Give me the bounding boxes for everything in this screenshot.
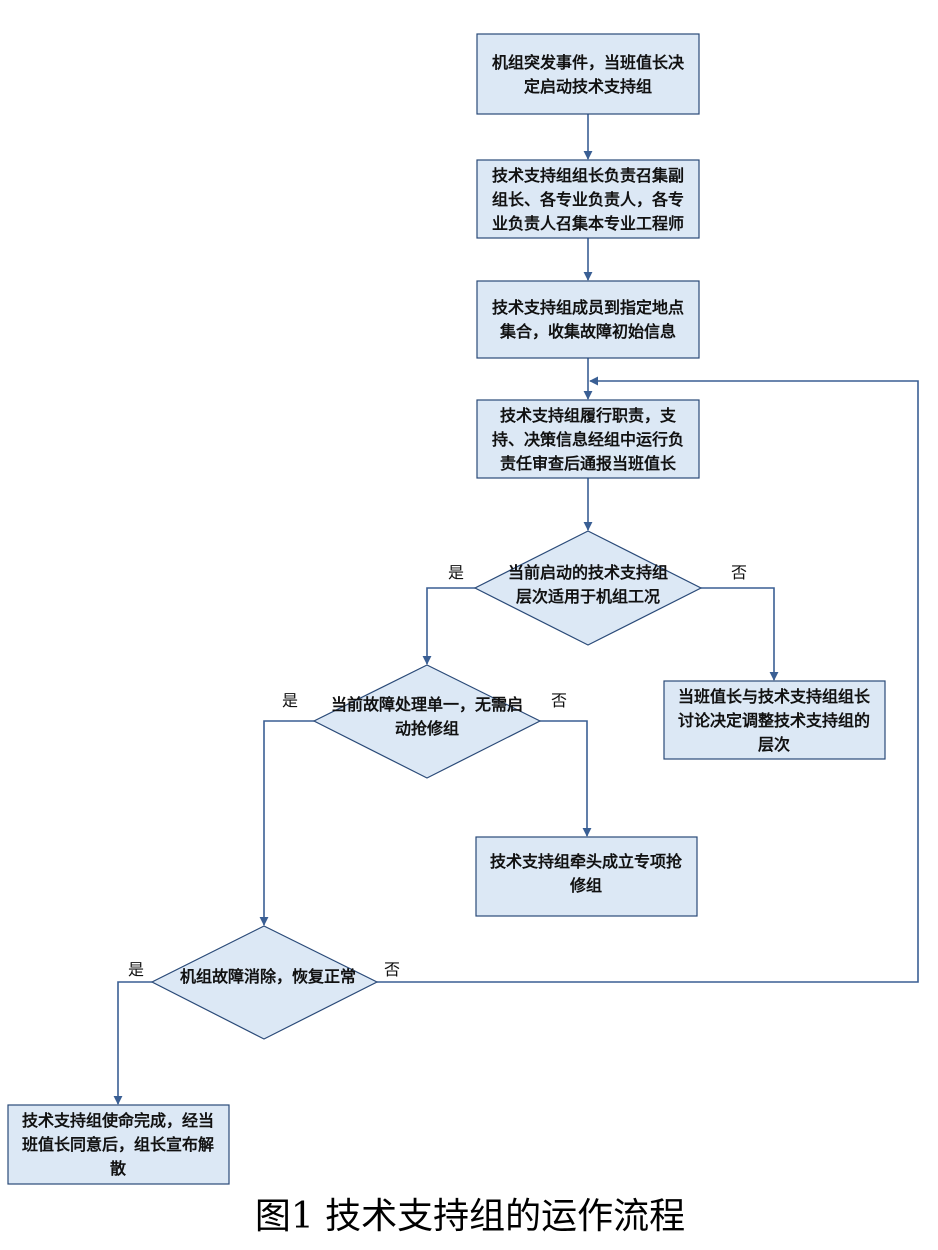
node-adjust-level-text: 当班值长与技术支持组组长讨论决定调整技术支持组的层次 xyxy=(678,687,871,754)
node-perform-text-line: 持、决策信息经组中运行负 xyxy=(492,430,684,449)
node-start: 机组突发事件，当班值长决定启动技术支持组 xyxy=(476,33,700,115)
node-adjust-level-text-line: 层次 xyxy=(758,735,790,754)
node-level-check-text-line: 当前启动的技术支持组 xyxy=(508,563,668,582)
label-fault-check-no: 否 xyxy=(551,691,567,710)
node-level-check-text: 当前启动的技术支持组层次适用于机组工况 xyxy=(508,563,668,606)
edge-labels: 是 否 是 否 是 否 xyxy=(128,563,747,979)
node-repair-team: 技术支持组牵头成立专项抢修组 xyxy=(475,836,698,917)
node-start-text-line: 定启动技术支持组 xyxy=(523,77,652,96)
node-start-text: 机组突发事件，当班值长决定启动技术支持组 xyxy=(492,53,685,96)
node-perform: 技术支持组履行职责，支持、决策信息经组中运行负责任审查后通报当班值长 xyxy=(476,399,700,479)
node-adjust-level-text-line: 讨论决定调整技术支持组的 xyxy=(678,711,870,730)
edges xyxy=(113,114,919,1105)
edge-cleared-check-no-loop xyxy=(377,376,919,983)
node-fault-check: 当前故障处理单一，无需启动抢修组 xyxy=(312,664,542,779)
edge-cleared-check-yes xyxy=(113,981,152,1105)
node-dissolve-text-line: 技术支持组使命完成，经当 xyxy=(22,1111,214,1130)
node-dissolve: 技术支持组使命完成，经当班值长同意后，组长宣布解散 xyxy=(7,1104,230,1185)
node-dissolve-text: 技术支持组使命完成，经当班值长同意后，组长宣布解散 xyxy=(22,1111,214,1178)
edge-fault-check-no xyxy=(540,720,592,837)
node-repair-team-text: 技术支持组牵头成立专项抢修组 xyxy=(490,852,683,895)
node-repair-team-text-line: 技术支持组牵头成立专项抢 xyxy=(490,852,683,871)
node-fault-check-text-line: 当前故障处理单一，无需启 xyxy=(331,695,523,714)
node-perform-text-line: 责任审查后通报当班值长 xyxy=(500,454,677,473)
edge-fault-check-yes xyxy=(259,720,314,926)
node-assemble: 技术支持组成员到指定地点集合，收集故障初始信息 xyxy=(476,280,700,359)
label-level-check-no: 否 xyxy=(731,563,747,582)
node-convene-text-line: 技术支持组组长负责召集副 xyxy=(492,166,684,185)
label-fault-check-yes: 是 xyxy=(282,691,298,710)
node-adjust-level-text-line: 当班值长与技术支持组组长 xyxy=(678,687,871,706)
node-assemble-text-line: 集合，收集故障初始信息 xyxy=(499,322,676,341)
node-convene: 技术支持组组长负责召集副组长、各专业负责人，各专业负责人召集本专业工程师 xyxy=(476,159,700,239)
node-dissolve-text-line: 散 xyxy=(110,1159,127,1178)
node-cleared-check-text-line: 机组故障消除，恢复正常 xyxy=(180,967,356,986)
node-assemble-text-line: 技术支持组成员到指定地点 xyxy=(492,298,684,317)
node-repair-team-text-line: 修组 xyxy=(569,876,602,895)
node-fault-check-text: 当前故障处理单一，无需启动抢修组 xyxy=(331,695,523,738)
node-level-check: 当前启动的技术支持组层次适用于机组工况 xyxy=(473,530,703,646)
edge-level-check-yes xyxy=(422,587,475,665)
node-fault-check-text-line: 动抢修组 xyxy=(395,719,459,738)
node-adjust-level: 当班值长与技术支持组组长讨论决定调整技术支持组的层次 xyxy=(663,680,886,760)
figure-caption: 图1 技术支持组的运作流程 xyxy=(255,1196,685,1237)
label-level-check-yes: 是 xyxy=(448,563,464,582)
node-convene-text-line: 业负责人召集本专业工程师 xyxy=(492,214,684,233)
node-dissolve-text-line: 班值长同意后，组长宣布解 xyxy=(22,1135,214,1154)
node-assemble-text: 技术支持组成员到指定地点集合，收集故障初始信息 xyxy=(492,298,684,341)
node-convene-text-line: 组长、各专业负责人，各专 xyxy=(492,190,684,209)
node-perform-text-line: 技术支持组履行职责，支 xyxy=(500,406,677,425)
node-convene-text: 技术支持组组长负责召集副组长、各专业负责人，各专业负责人召集本专业工程师 xyxy=(492,166,684,233)
node-perform-text: 技术支持组履行职责，支持、决策信息经组中运行负责任审查后通报当班值长 xyxy=(492,406,684,473)
node-level-check-text-line: 层次适用于机组工况 xyxy=(516,587,660,606)
node-cleared-check-text: 机组故障消除，恢复正常 xyxy=(180,967,356,986)
edge-level-check-no xyxy=(701,587,779,681)
label-cleared-check-yes: 是 xyxy=(128,960,144,979)
node-cleared-check: 机组故障消除，恢复正常 xyxy=(150,925,379,1040)
node-start-text-line: 机组突发事件，当班值长决 xyxy=(492,53,685,72)
label-cleared-check-no: 否 xyxy=(384,960,400,979)
